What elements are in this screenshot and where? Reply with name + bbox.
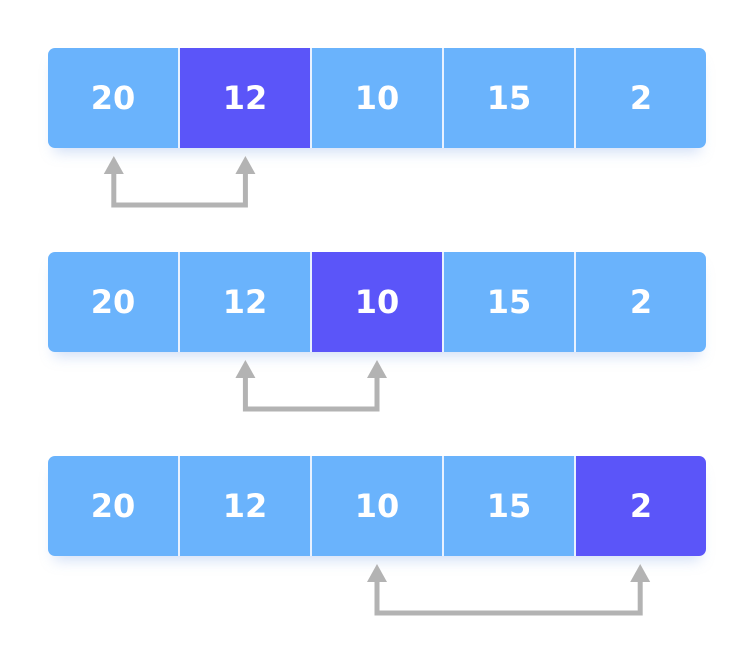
array-row-1: 20 12 10 15 2 bbox=[48, 48, 706, 148]
array-cell: 2 bbox=[574, 456, 706, 556]
arrow-line bbox=[111, 172, 248, 208]
arrow-head-icon bbox=[103, 156, 124, 174]
array-cell: 10 bbox=[310, 252, 442, 352]
arrow-head-icon bbox=[367, 360, 387, 378]
swap-arrow bbox=[103, 156, 256, 208]
array-cell: 12 bbox=[178, 252, 310, 352]
arrow-line bbox=[242, 376, 380, 412]
array-cell: 12 bbox=[178, 456, 310, 556]
array-cell: 20 bbox=[48, 456, 178, 556]
array-cell: 20 bbox=[48, 48, 178, 148]
array-cell: 15 bbox=[442, 252, 574, 352]
array-row-2: 20 12 10 15 2 bbox=[48, 252, 706, 352]
array-cell: 2 bbox=[574, 48, 706, 148]
array-cell: 10 bbox=[310, 456, 442, 556]
array-row-3: 20 12 10 15 2 bbox=[48, 456, 706, 556]
swap-arrow bbox=[235, 360, 387, 412]
swap-arrow bbox=[367, 564, 651, 616]
arrow-head-icon bbox=[630, 564, 651, 582]
array-cell: 12 bbox=[178, 48, 310, 148]
array-cell: 15 bbox=[442, 48, 574, 148]
array-cell: 2 bbox=[574, 252, 706, 352]
array-cell: 20 bbox=[48, 252, 178, 352]
arrow-head-icon bbox=[367, 564, 387, 582]
array-cell: 10 bbox=[310, 48, 442, 148]
array-cell: 15 bbox=[442, 456, 574, 556]
arrow-head-icon bbox=[235, 360, 256, 378]
arrow-head-icon bbox=[235, 156, 256, 174]
arrow-line bbox=[374, 580, 643, 616]
